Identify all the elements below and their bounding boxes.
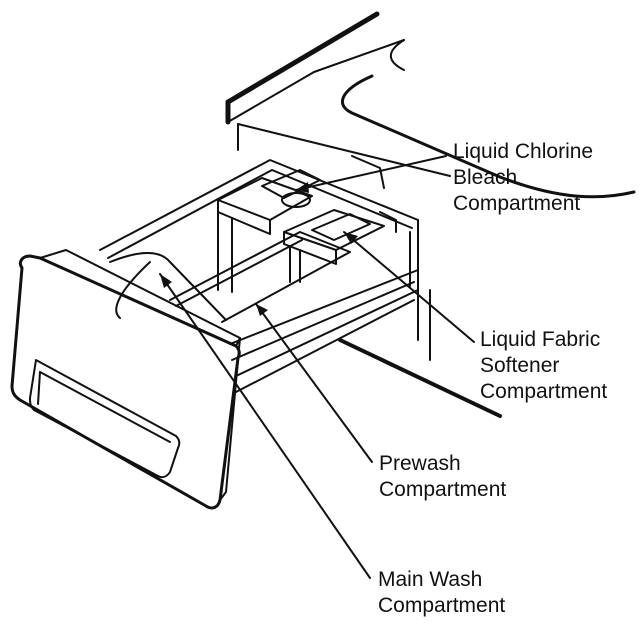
prewash-arrowhead <box>256 304 268 316</box>
softener-cup-front <box>283 231 337 265</box>
prewash-rail <box>169 231 351 323</box>
prewash-label-line-2: Compartment <box>379 478 507 501</box>
softener-cup-rim <box>283 209 385 251</box>
softener-clip <box>379 211 397 233</box>
prewash-leader-line <box>255 303 373 463</box>
dispenser-drawer <box>99 155 419 393</box>
drawer-floor-line-2 <box>231 281 415 361</box>
drawer-front-panel <box>10 254 241 510</box>
bleach-cup-cap <box>261 169 321 199</box>
drawer-handle-lip-edge <box>37 371 41 405</box>
bleach-arrowhead <box>296 182 309 193</box>
bleach-cup-front <box>217 199 271 235</box>
main-wash-hopper <box>109 252 227 321</box>
drawer-front-side-bevel <box>219 337 241 501</box>
softener-label-line-2: Softener <box>480 354 560 377</box>
drawer-top-rim <box>99 159 419 251</box>
cabinet-top-left-edge <box>225 11 380 105</box>
cabinet-top-inner-edge <box>227 71 315 123</box>
main-wash-leader-line <box>159 273 371 579</box>
lid-inner-curve <box>389 39 405 71</box>
main-wash-label-line-2: Compartment <box>378 594 506 617</box>
main-wash-label-line-1: Main Wash <box>378 568 483 591</box>
drawer-front-top-bevel <box>39 249 241 347</box>
drawer-front <box>10 249 241 510</box>
softener-cup-cap <box>311 213 371 241</box>
bleach-label-line-1: Liquid Chlorine <box>453 140 594 163</box>
softener-compartment-label: Liquid Fabric Softener Compartment <box>480 327 607 405</box>
drawer-handle-lip <box>39 371 171 443</box>
bleach-cup-rim <box>217 177 313 221</box>
prewash-rail-edge <box>175 239 303 307</box>
main-wash-curve <box>115 261 151 319</box>
bleach-cup-siphon <box>281 192 311 208</box>
lid-outline <box>341 74 636 199</box>
softener-leader-line <box>343 231 475 343</box>
bleach-leader-line <box>295 155 447 191</box>
cabinet-bottom-edge <box>338 338 502 418</box>
cabinet-front-top <box>237 123 451 177</box>
drawer-bottom-line <box>235 299 415 393</box>
bleach-label-line-2: Bleach <box>453 166 518 189</box>
softener-arrowhead <box>344 232 358 244</box>
bleach-label-line-3: Compartment <box>453 192 581 215</box>
softener-lever <box>351 155 385 189</box>
leader-lines <box>159 155 475 579</box>
drawer-handle[interactable] <box>29 359 181 479</box>
softener-label-line-1: Liquid Fabric <box>480 328 601 351</box>
drawer-right-wall <box>235 219 419 377</box>
drawer-floor-line <box>229 269 419 345</box>
drawer-inner-rim <box>107 169 413 259</box>
softener-label-line-3: Compartment <box>480 380 608 403</box>
prewash-label-line-1: Prewash <box>379 452 461 475</box>
main-wash-arrowhead <box>160 274 172 288</box>
bleach-compartment-label: Liquid Chlorine Bleach Compartment <box>453 139 593 217</box>
lid-back-edge <box>313 39 405 73</box>
prewash-compartment-label: Prewash Compartment <box>379 451 506 503</box>
main-wash-compartment-label: Main Wash Compartment <box>378 567 505 619</box>
